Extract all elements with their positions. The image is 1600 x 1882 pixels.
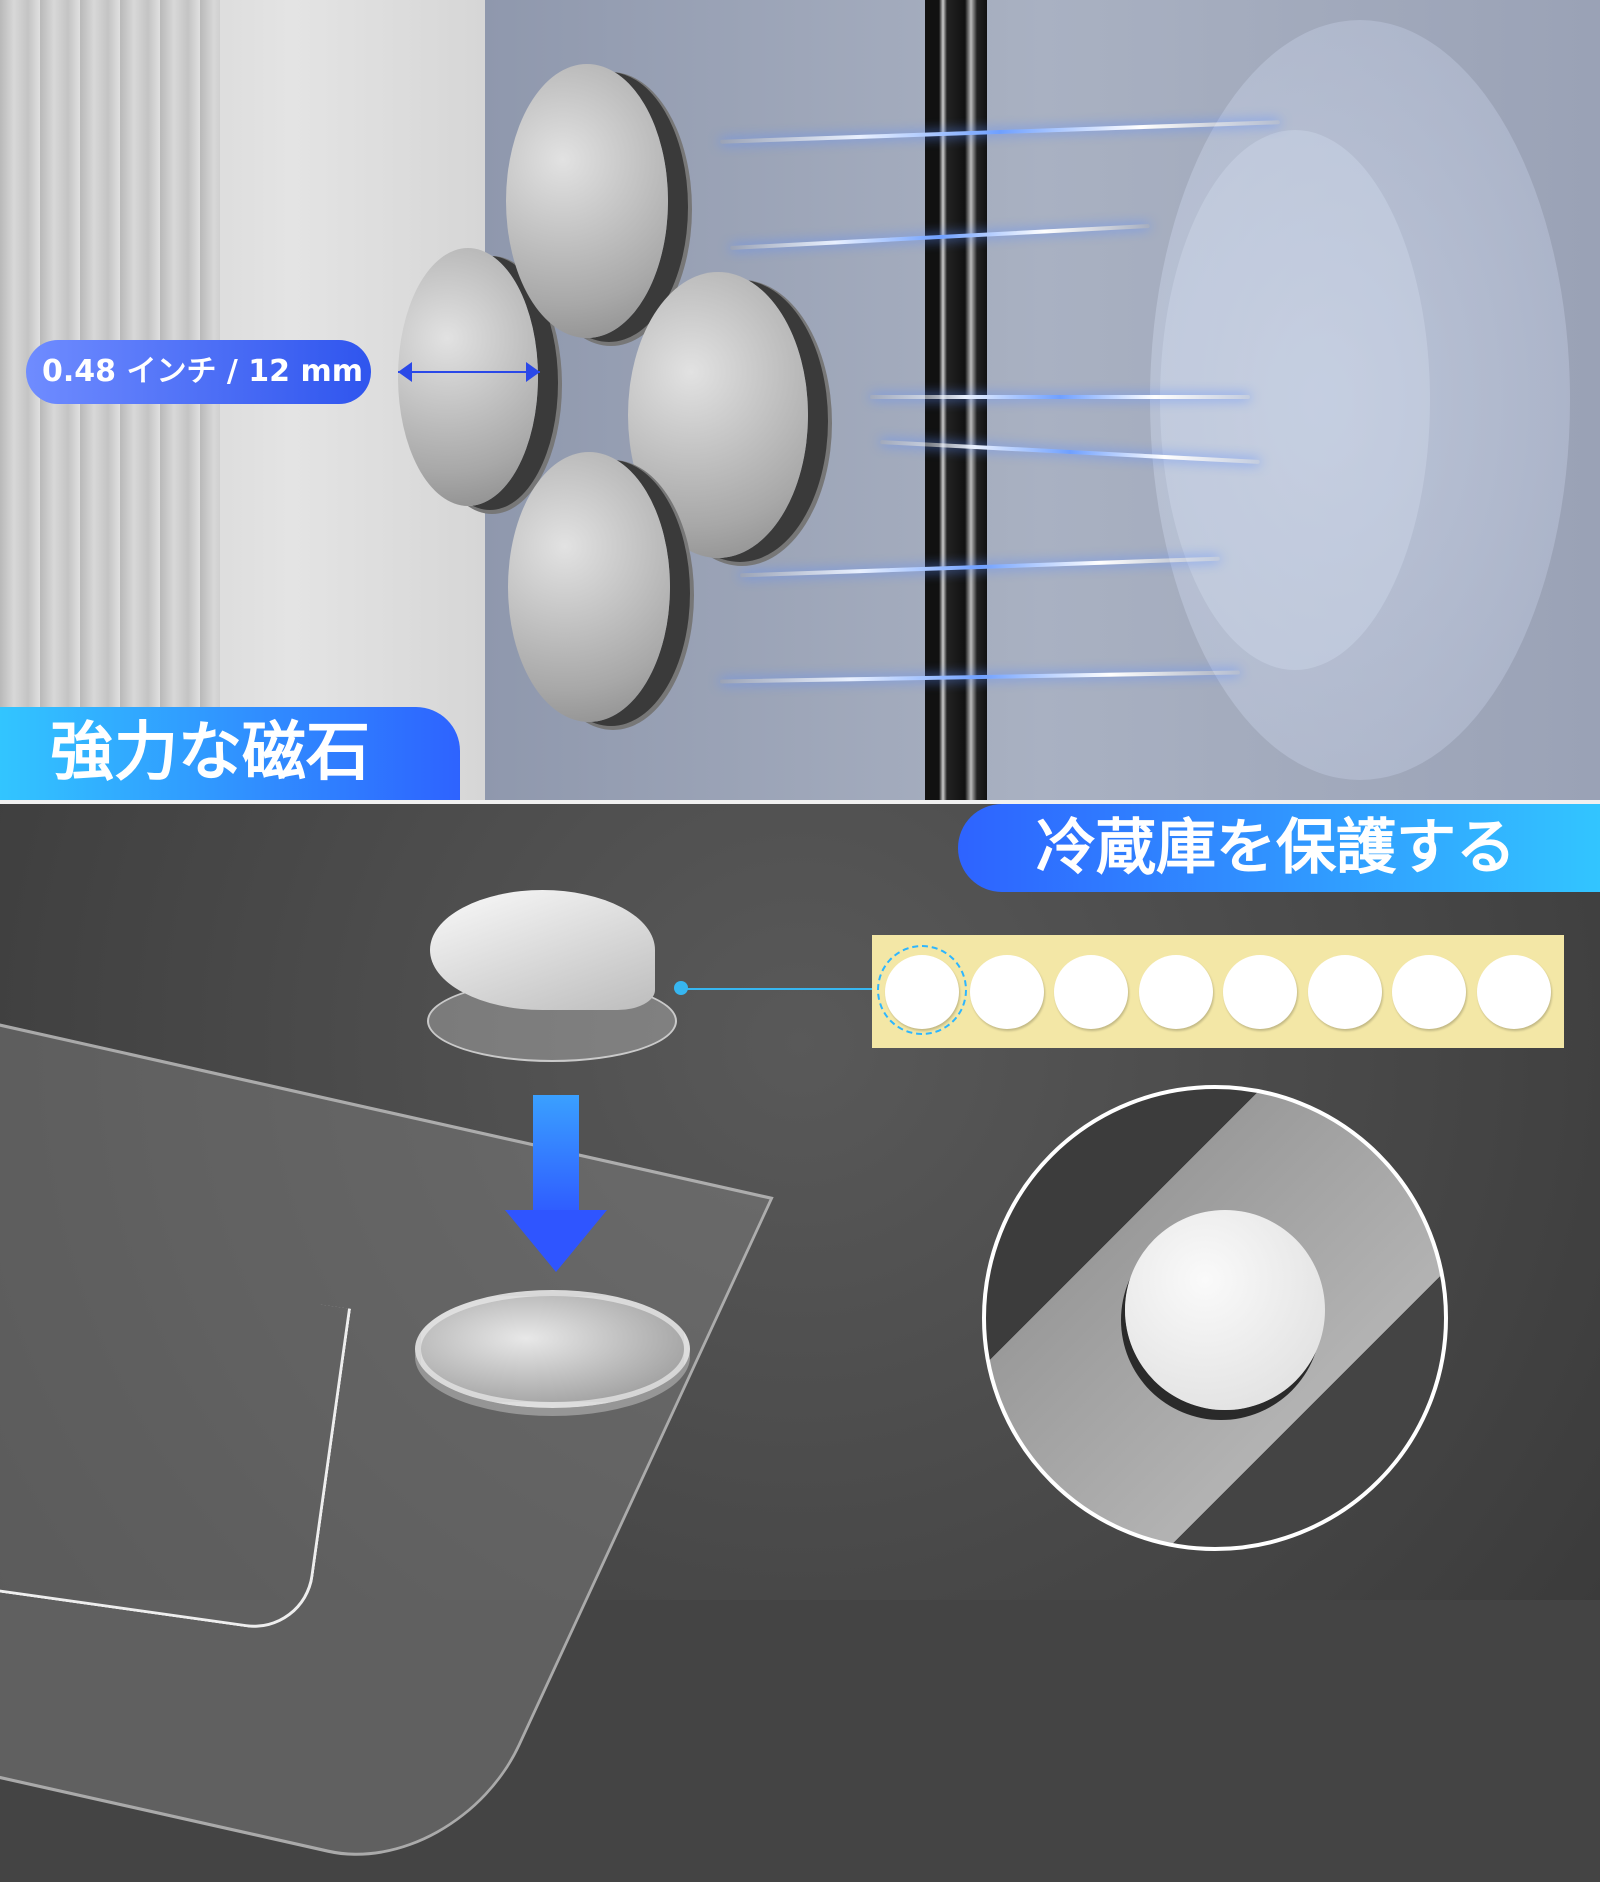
size-label: 0.48 インチ / 12 mm [26, 340, 371, 404]
peeling-backing [430, 890, 655, 1010]
embedded-magnet [415, 1290, 690, 1408]
callout-line [683, 988, 878, 990]
closeup-adhesive-pad [1125, 1210, 1325, 1410]
magnet-bottom [508, 452, 670, 722]
magnet-left [398, 248, 538, 506]
sticker-highlight-ring [877, 945, 967, 1035]
sticker [1054, 954, 1129, 1029]
callout-dot [674, 981, 688, 995]
down-arrow-head-icon [505, 1210, 607, 1272]
protect-fridge-banner: 冷蔵庫を保護する [958, 804, 1600, 892]
strong-magnet-banner: 強力な磁石 [0, 707, 460, 800]
down-arrow-icon [533, 1095, 579, 1213]
fridge-door-seam [925, 0, 987, 800]
magnet-scene: 0.48 インチ / 12 mm 強力な磁石 [0, 0, 1600, 800]
plate-outline [0, 1254, 352, 1636]
magnetic-field-halo-inner [1160, 130, 1430, 670]
sticker [1476, 954, 1551, 1029]
sticker-sheet [872, 935, 1564, 1048]
lightning-bolt [870, 395, 1250, 399]
sticker [1307, 954, 1382, 1029]
divider [0, 800, 1600, 804]
magnet-right [628, 272, 808, 558]
sticker [1392, 954, 1467, 1029]
diameter-arrow [398, 362, 540, 382]
sticker [969, 954, 1044, 1029]
sticker [1223, 954, 1298, 1029]
magnet-top [506, 64, 668, 338]
magnetic-field-halo [1150, 20, 1570, 780]
sticker [1138, 954, 1213, 1029]
